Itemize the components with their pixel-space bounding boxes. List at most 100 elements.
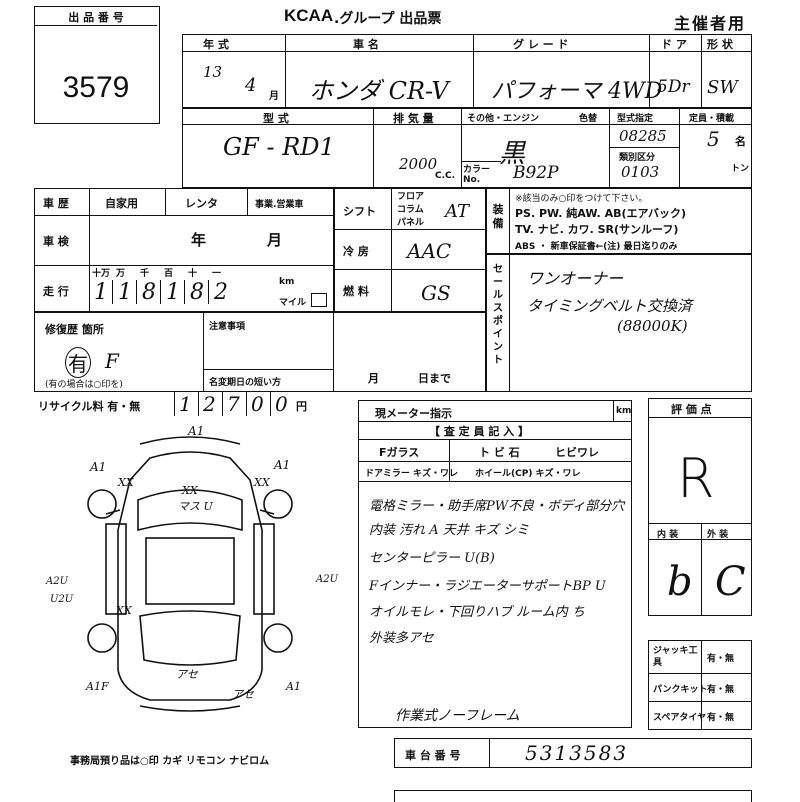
label-spare: スペアタイヤ [653, 713, 707, 723]
shift-value: AT [445, 201, 470, 222]
spare-value: 有・無 [707, 713, 735, 723]
history-rental: レンタ [185, 197, 218, 210]
chassis-value: 5313583 [525, 741, 629, 765]
label-inspection: 車 検 [43, 235, 69, 248]
diagram-mark-2: A1 [90, 460, 107, 474]
label-jack: ジャッキ工具 [653, 646, 698, 668]
cc-unit: C.C. [435, 171, 456, 181]
label-grade: グ レ ー ド [513, 38, 569, 51]
mileage-digit: 2 [214, 280, 228, 305]
diagram-mark-13: アセ [176, 668, 198, 681]
shift-floor: フロア [397, 192, 425, 202]
color-no-value: B92P [513, 163, 559, 183]
diagram-mark-5: XX [254, 476, 270, 489]
grade-value: パフォーマ 4WD [491, 79, 663, 104]
label-puncture: パンクキット [653, 685, 708, 695]
label-door: ド ア [661, 38, 687, 51]
diagram-mark-11: A2U [316, 574, 339, 585]
inspection-month: 月 [267, 231, 283, 249]
sales-line3: (88000K) [617, 317, 688, 335]
label-sales-point: セールスポイント [493, 264, 503, 366]
mileage-digit-label: 一 [212, 269, 222, 279]
label-car-name: 車 名 [353, 38, 379, 51]
label-meter: 現メーター指示 [375, 407, 452, 420]
model-row: 型 式 排 気 量 その他・エンジン 色替 型式指定 類別区分 定員・積載 GF… [182, 108, 752, 188]
history-private: 自家用 [105, 197, 138, 210]
inspector-note-2: 内装 汚れ A 天井 キズ シミ [369, 523, 530, 538]
frame-note: 作業式ノーフレーム [395, 708, 520, 724]
history-business: 事業.営業車 [255, 200, 304, 210]
label-score: 評 価 点 [671, 403, 712, 416]
label-exterior: 外 装 [707, 530, 729, 540]
diagram-mark-6: XX [182, 484, 198, 497]
equip-line2: TV. ナビ. カワ. SR(サンルーフ) [515, 223, 679, 236]
color-no-label: カラー No. [463, 165, 491, 185]
fuel-value: GS [421, 281, 451, 305]
footer-note: 事務局預り品は○印 カギ リモコン ナビロム [70, 756, 270, 767]
inspection-year: 年 [191, 231, 207, 249]
mileage-digit-label: 万 [116, 269, 126, 279]
name-change-month: 月 [368, 372, 379, 385]
history-block: 車 歴 自家用 レンタ 事業.営業車 車 検 年 月 走 行 km マイル [34, 188, 334, 312]
mile-checkbox[interactable] [311, 293, 327, 307]
label-fuel: 燃 料 [343, 285, 369, 298]
interior-value: b [667, 559, 693, 605]
mileage-digit-label: 十万 [92, 269, 111, 279]
jack-value: 有・無 [707, 654, 735, 664]
label-class: 類別区分 [619, 153, 656, 163]
mileage-km: km [279, 277, 295, 287]
sales-point-block: セールスポイント ワンオーナー タイミングベルト交換済 (88000K) [486, 254, 752, 392]
mileage-mile: マイル [279, 298, 307, 308]
caution-row-border [334, 312, 486, 392]
month-unit: 月 [269, 91, 279, 102]
chassis-block: 車 台 番 号 5313583 [394, 738, 752, 768]
sales-line1: ワンオーナー [527, 269, 624, 288]
mileage-digit-label: 百 [164, 269, 174, 279]
score-block: 評 価 点 R 内 装 外 装 b C [648, 398, 752, 616]
doors-value: 5Dr [657, 77, 690, 97]
label-model: 型 式 [263, 112, 289, 125]
label-ac: 冷 房 [343, 245, 369, 258]
class-no-value: 0103 [621, 163, 660, 181]
name-change-day: 日まで [418, 372, 451, 385]
tools-block: ジャッキ工具 有・無 パンクキット 有・無 スペアタイヤ 有・無 [648, 640, 752, 730]
diagram-mark-14: A1 [286, 680, 301, 693]
label-repair: 修復歴 箇所 [45, 323, 104, 336]
label-wheel: ホイール(CP) キズ・ワレ [475, 469, 581, 479]
diagram-mark-3: XX [118, 476, 134, 489]
recycle-digit: 1 [174, 392, 192, 416]
sales-line2: タイミングベルト交換済 [527, 297, 693, 315]
car-damage-diagram [87, 436, 293, 712]
inspector-title: 【 査 定 員 記 入 】 [429, 425, 529, 438]
equipment-block: シフト フロア コラム パネル AT 冷 房 AAC 燃 料 GS [334, 188, 486, 312]
model-no-value: 08285 [619, 127, 667, 145]
label-equipment: 装備 [492, 203, 504, 230]
recycle-digit: 0 [246, 392, 264, 416]
label-shape: 形 状 [707, 38, 733, 51]
month-value: 4 [245, 75, 257, 96]
mileage-digit: 1 [118, 280, 132, 305]
lot-label: 出 品 番 号 [68, 11, 124, 24]
label-capacity: 定員・積載 [689, 114, 735, 124]
diagram-mark-9: A2U [46, 576, 69, 587]
label-glass: Fガラス [379, 446, 420, 459]
label-color-change: 色替 [579, 114, 598, 124]
puncture-value: 有・無 [707, 685, 735, 695]
recycle-digit: 7 [222, 392, 240, 416]
mileage-digit: 8 [190, 280, 204, 305]
inspector-block: 現メーター指示 km 【 査 定 員 記 入 】 Fガラス ト ビ 石 ヒビワレ… [358, 400, 632, 728]
repair-part: F [105, 349, 119, 373]
diagram-mark-10: U2U [50, 594, 74, 605]
label-model-no: 型式指定 [617, 114, 654, 124]
diagram-mark-8: XX [116, 604, 132, 617]
equip-note: ※該当のみ○印をつけて下さい。 [515, 194, 648, 204]
diagram-mark-15: アセ [232, 688, 254, 701]
equip-line1: PS. PW. 純AW. AB(エアバック) [515, 207, 687, 220]
car-name-value: ホンダ CR-V [309, 77, 449, 105]
inspector-note-1: 電格ミラー・助手席PW不良・ボディ部分穴 [369, 499, 625, 514]
capacity-unit: 名 [735, 135, 746, 148]
diagram-mark-12: A1F [86, 680, 109, 693]
score-value: R [677, 447, 715, 510]
header-group: .グループ 出品票 [334, 11, 442, 27]
capacity-value: 5 [707, 127, 720, 151]
